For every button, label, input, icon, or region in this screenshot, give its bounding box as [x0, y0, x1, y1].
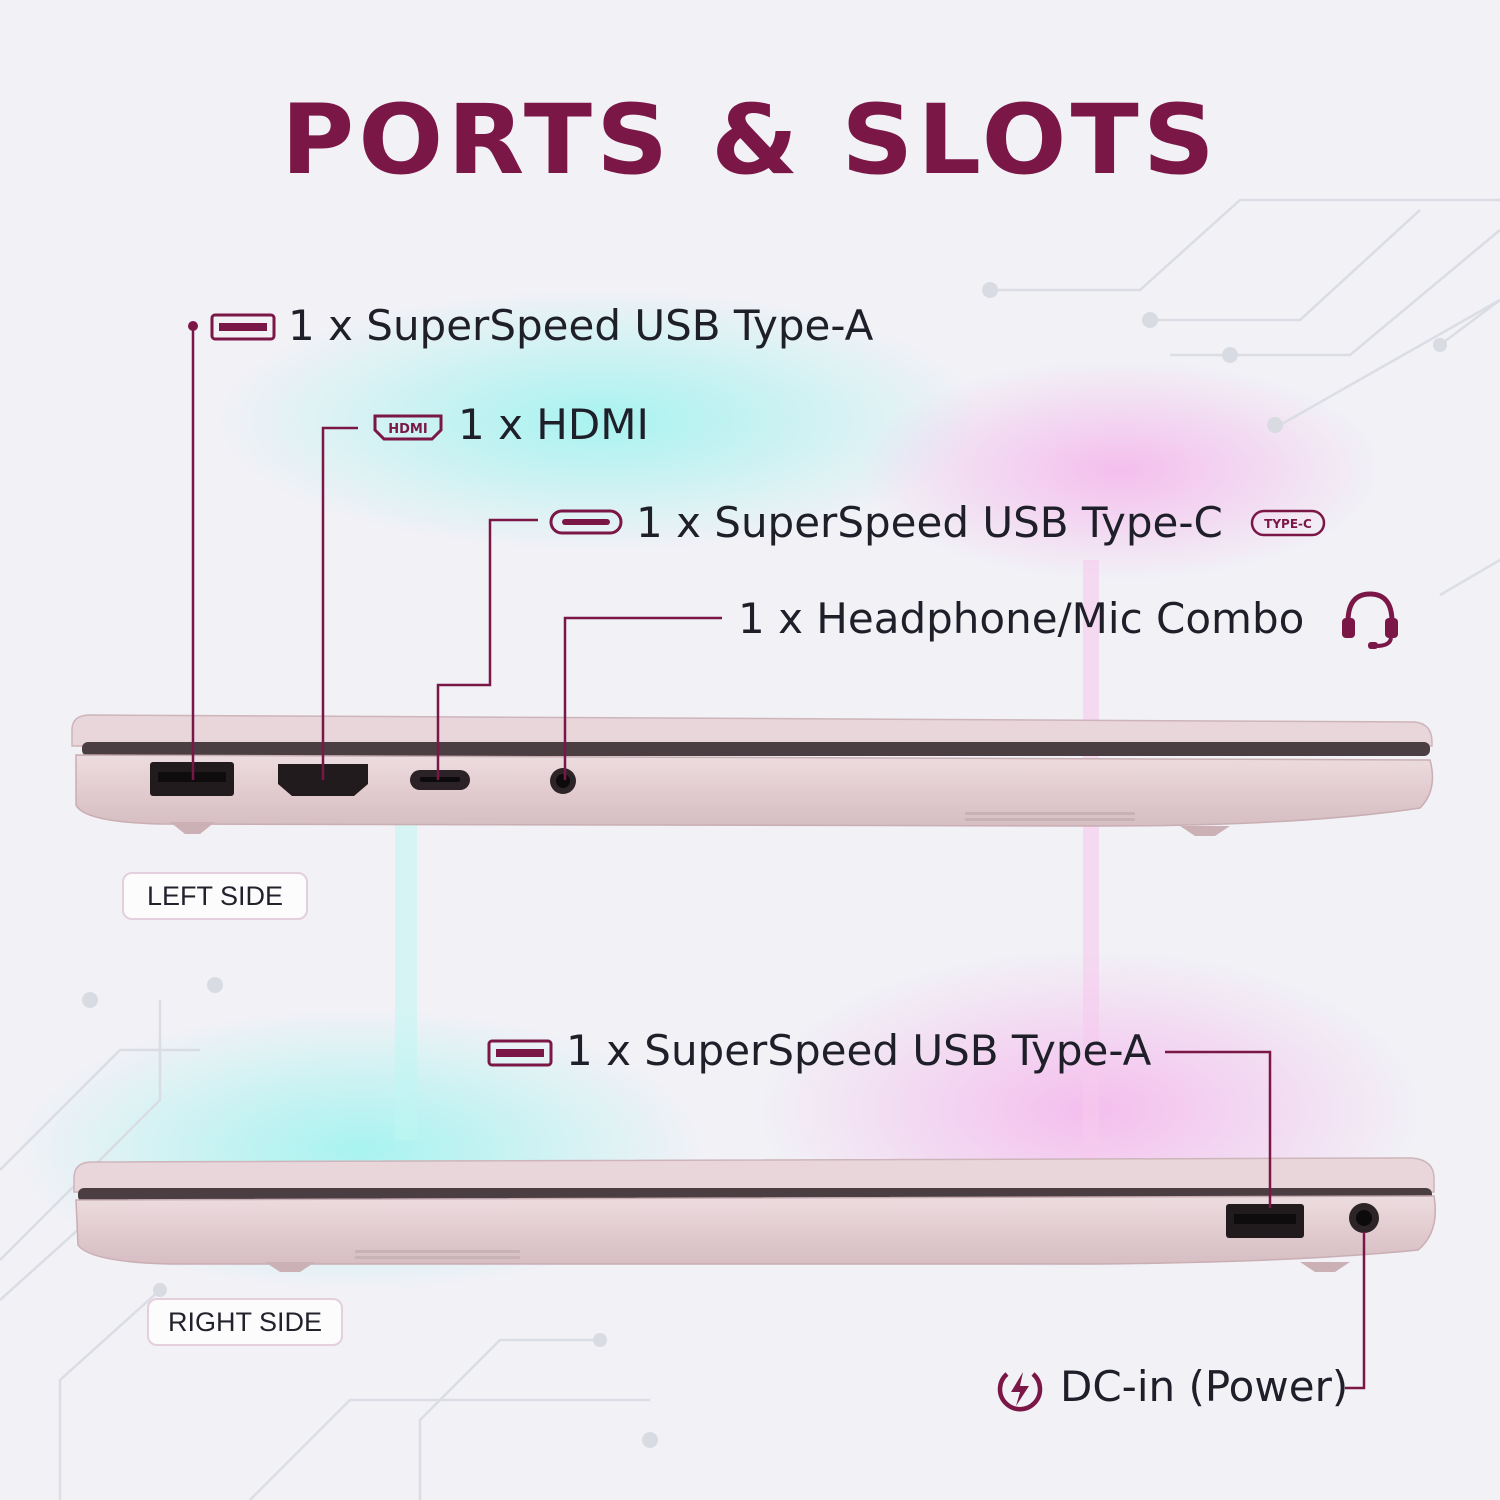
headset-icon [1342, 591, 1398, 649]
hdmi-icon-text: HDMI [388, 422, 427, 437]
audio-jack-port [550, 768, 576, 794]
usb-a-icon [210, 313, 276, 341]
left-port-hdmi-label: 1 x HDMI [458, 400, 649, 449]
left-port-headphone-label: 1 x Headphone/Mic Combo [738, 594, 1305, 643]
type-c-badge-text: TYPE-C [1264, 517, 1312, 531]
usb-c-port [410, 770, 470, 790]
dc-in-port [1349, 1203, 1379, 1233]
right-usb-a-port [1226, 1204, 1304, 1238]
hdmi-icon: HDMI [373, 414, 443, 441]
usb-a-icon [487, 1039, 553, 1067]
left-port-usb-a-label: 1 x SuperSpeed USB Type-A [288, 301, 874, 350]
right-port-dc-in-label: DC-in (Power) [1060, 1362, 1349, 1411]
left-side-badge: LEFT SIDE [122, 872, 308, 920]
power-bolt-icon [997, 1372, 1043, 1412]
right-port-usb-a-label: 1 x SuperSpeed USB Type-A [566, 1026, 1152, 1075]
usb-c-icon [549, 509, 623, 535]
page-title: PORTS & SLOTS [281, 84, 1219, 196]
left-port-usb-c-label: 1 x SuperSpeed USB Type-C [636, 498, 1223, 547]
right-side-badge: RIGHT SIDE [147, 1298, 343, 1346]
type-c-badge: TYPE-C [1250, 509, 1326, 537]
